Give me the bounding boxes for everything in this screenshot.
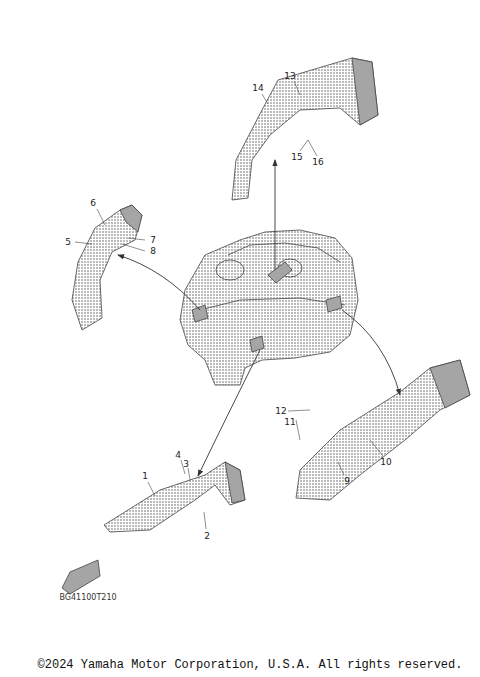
callout-number: 3 <box>183 460 189 469</box>
callout-number: 2 <box>204 532 210 541</box>
callout-number: 16 <box>312 158 323 167</box>
callout-number: 15 <box>291 153 302 162</box>
callout-number: 10 <box>380 458 391 467</box>
callout-number: 14 <box>252 84 263 93</box>
callout-number: 13 <box>284 72 295 81</box>
callout-number: 12 <box>275 407 286 416</box>
callout-number: 9 <box>344 477 350 486</box>
callout-number: 5 <box>65 238 71 247</box>
callout-number: 1 <box>142 472 148 481</box>
callout-number: 4 <box>175 451 181 460</box>
callout-number: 11 <box>284 418 295 427</box>
callout-number: 7 <box>150 236 156 245</box>
copyright-notice: ©2024 Yamaha Motor Corporation, U.S.A. A… <box>38 659 463 671</box>
drawing-code: BG41100T210 <box>59 594 116 602</box>
callout-number: 8 <box>150 247 156 256</box>
callout-number: 6 <box>90 199 96 208</box>
